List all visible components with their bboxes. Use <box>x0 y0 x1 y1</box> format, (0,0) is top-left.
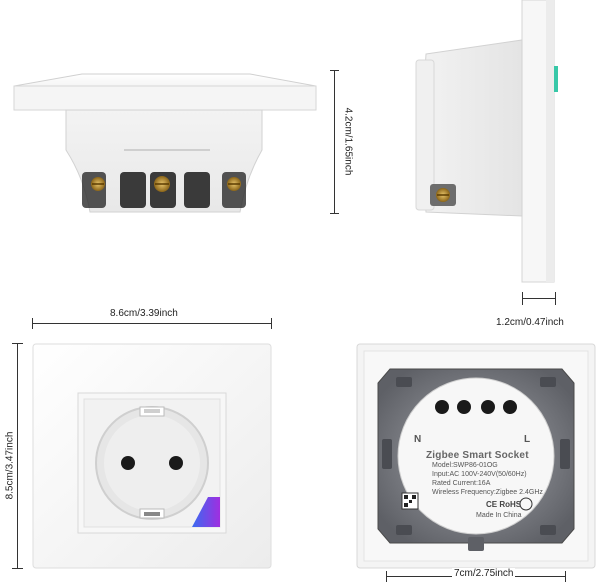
width-dimension-label: 8.6cm/3.39inch <box>110 308 178 319</box>
recycle-icon <box>519 497 533 511</box>
height-dimension-line <box>17 343 18 569</box>
width-dimension-tick-left <box>32 318 33 329</box>
depth-dimension-tick-top <box>330 70 339 71</box>
purple-indicator-icon <box>192 497 220 527</box>
terminal-n-label: N <box>414 434 422 445</box>
back-label-cert: CE RoHS <box>486 500 522 509</box>
back-label-input: Input:AC 100V-240V(50/60Hz) <box>432 471 527 478</box>
back-label-rated-current: Rated Current:16A <box>432 480 491 487</box>
height-dimension-label: 8.5cm/3.47inch <box>4 431 16 500</box>
terminal-l-label: L <box>524 434 531 445</box>
front-view-illustration <box>32 343 272 569</box>
depth-dimension-line <box>334 70 335 214</box>
back-label-title: Zigbee Smart Socket <box>426 450 529 461</box>
thickness-dimension-tick-left <box>522 292 523 305</box>
thickness-dimension-line <box>522 298 556 299</box>
back-label-model: Model:SWP86-01OG <box>432 462 498 469</box>
back-width-dimension-tick-right <box>565 571 566 582</box>
back-width-dimension-tick-left <box>386 571 387 582</box>
width-dimension-tick-right <box>271 318 272 329</box>
depth-dimension-label: 4.2cm/1.65inch <box>342 107 354 176</box>
back-label-made-in: Made In China <box>476 512 522 519</box>
thickness-dimension-tick-right <box>555 292 556 305</box>
height-dimension-tick-top <box>12 343 23 344</box>
depth-dimension-tick-bottom <box>330 213 339 214</box>
height-dimension-tick-bottom <box>12 568 23 569</box>
back-label-wireless: Wireless Frequency:Zigbee 2.4GHz <box>432 489 543 496</box>
top-view-photo <box>0 0 330 230</box>
side-view-illustration <box>415 0 558 283</box>
green-indicator-icon <box>554 66 558 92</box>
front-view-photo <box>32 343 272 569</box>
side-view-photo <box>400 0 600 290</box>
back-width-dimension-label: 7cm/2.75inch <box>452 568 516 579</box>
back-view-photo <box>356 343 596 569</box>
width-dimension-line <box>32 323 272 324</box>
back-view-illustration <box>356 343 596 569</box>
thickness-dimension-label: 1.2cm/0.47inch <box>496 317 564 328</box>
top-view-illustration <box>13 73 317 213</box>
